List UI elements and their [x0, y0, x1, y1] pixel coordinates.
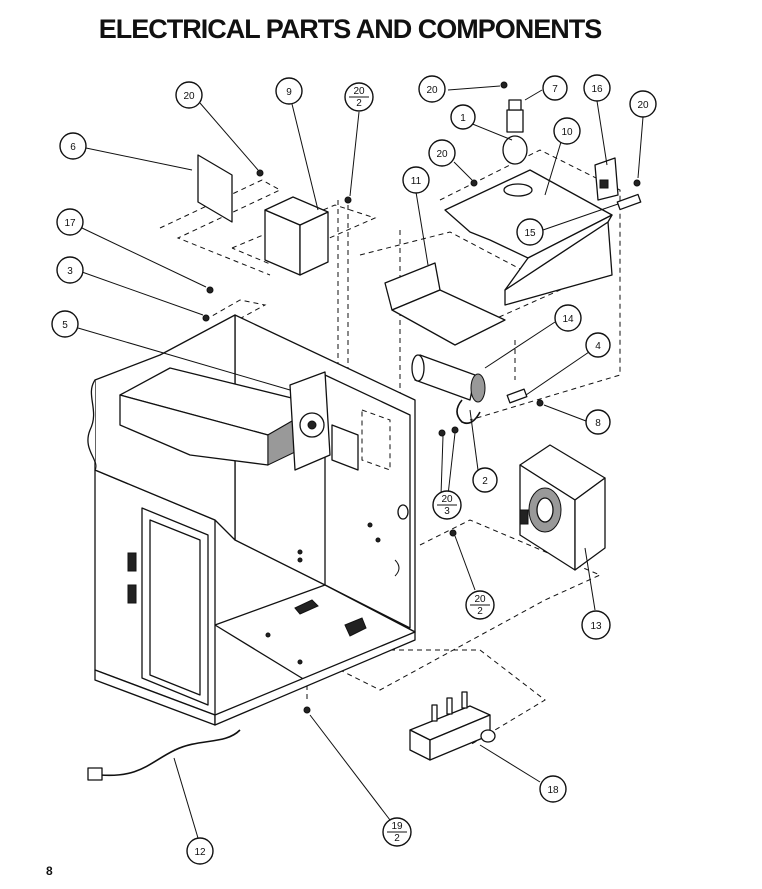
- svg-text:6: 6: [70, 142, 76, 153]
- callout-8: 8: [585, 409, 611, 435]
- callout-20-b: 20: [418, 75, 446, 103]
- svg-text:12: 12: [194, 847, 206, 858]
- callout-20-a: 20: [175, 81, 203, 109]
- callout-20-c: 20: [629, 90, 657, 118]
- callout-19-2: 192: [382, 817, 412, 847]
- callout-4: 4: [585, 332, 611, 358]
- svg-text:16: 16: [591, 84, 603, 95]
- callout-5: 5: [51, 310, 79, 338]
- svg-text:8: 8: [595, 418, 601, 429]
- part-16-terminal: [594, 157, 619, 201]
- callout-20-3: 203: [432, 490, 462, 520]
- callout-1: 1: [450, 104, 476, 130]
- callout-10: 10: [553, 117, 581, 145]
- callout-6: 6: [59, 132, 87, 160]
- svg-text:20: 20: [637, 100, 649, 111]
- svg-text:3: 3: [444, 506, 450, 517]
- svg-text:7: 7: [552, 84, 558, 95]
- part-11-bracket: [384, 262, 506, 346]
- callout-3: 3: [56, 256, 84, 284]
- svg-text:20: 20: [426, 85, 438, 96]
- part-1-lamp: [502, 99, 528, 165]
- callout-14: 14: [554, 304, 582, 332]
- part-9-bracket: [264, 196, 329, 276]
- leader-lines: [77, 85, 644, 839]
- callout-20-2-a: 202: [344, 82, 374, 112]
- page-number: 8: [46, 864, 53, 878]
- part-10-top-plate: [444, 169, 613, 306]
- svg-text:2: 2: [356, 98, 362, 109]
- svg-text:20: 20: [353, 86, 365, 97]
- part-18-terminal-block: [409, 691, 496, 761]
- svg-text:10: 10: [561, 127, 573, 138]
- callout-2: 2: [472, 467, 498, 493]
- callout-9: 9: [275, 77, 303, 105]
- part-2-clamp: [456, 399, 481, 425]
- callout-20-2-b: 202: [465, 590, 495, 620]
- part-13-transformer: [519, 444, 606, 571]
- svg-text:9: 9: [286, 87, 292, 98]
- svg-text:18: 18: [547, 785, 559, 796]
- svg-text:20: 20: [474, 594, 486, 605]
- svg-text:2: 2: [394, 833, 400, 844]
- callout-17: 17: [56, 208, 84, 236]
- callout-11: 11: [402, 166, 430, 194]
- part-12-power-cord: [87, 729, 241, 781]
- svg-text:17: 17: [64, 218, 76, 229]
- part-6-panel: [197, 154, 233, 223]
- svg-text:5: 5: [62, 320, 68, 331]
- svg-text:4: 4: [595, 341, 601, 352]
- svg-text:14: 14: [562, 314, 574, 325]
- callout-12: 12: [186, 837, 214, 865]
- svg-text:1: 1: [460, 113, 466, 124]
- callout-7: 7: [542, 75, 568, 101]
- svg-text:20: 20: [183, 91, 195, 102]
- svg-text:19: 19: [391, 821, 403, 832]
- svg-text:2: 2: [482, 476, 488, 487]
- callout-16: 16: [583, 74, 611, 102]
- part-14-capacitor: [411, 354, 486, 403]
- svg-text:11: 11: [411, 176, 422, 187]
- page-title: ELECTRICAL PARTS AND COMPONENTS: [98, 14, 603, 44]
- callout-15: 15: [516, 218, 544, 246]
- svg-text:13: 13: [590, 621, 602, 632]
- svg-text:20: 20: [436, 149, 448, 160]
- svg-text:20: 20: [441, 494, 453, 505]
- callout-18: 18: [539, 775, 567, 803]
- svg-text:15: 15: [524, 228, 536, 239]
- part-4-resistor: [506, 388, 528, 404]
- callout-20-d: 20: [428, 139, 456, 167]
- cabinet-housing: [87, 314, 416, 726]
- callout-13: 13: [581, 610, 611, 640]
- screws: [202, 81, 641, 714]
- part-15-fuse: [616, 193, 642, 211]
- svg-text:2: 2: [477, 606, 483, 617]
- svg-text:3: 3: [67, 266, 73, 277]
